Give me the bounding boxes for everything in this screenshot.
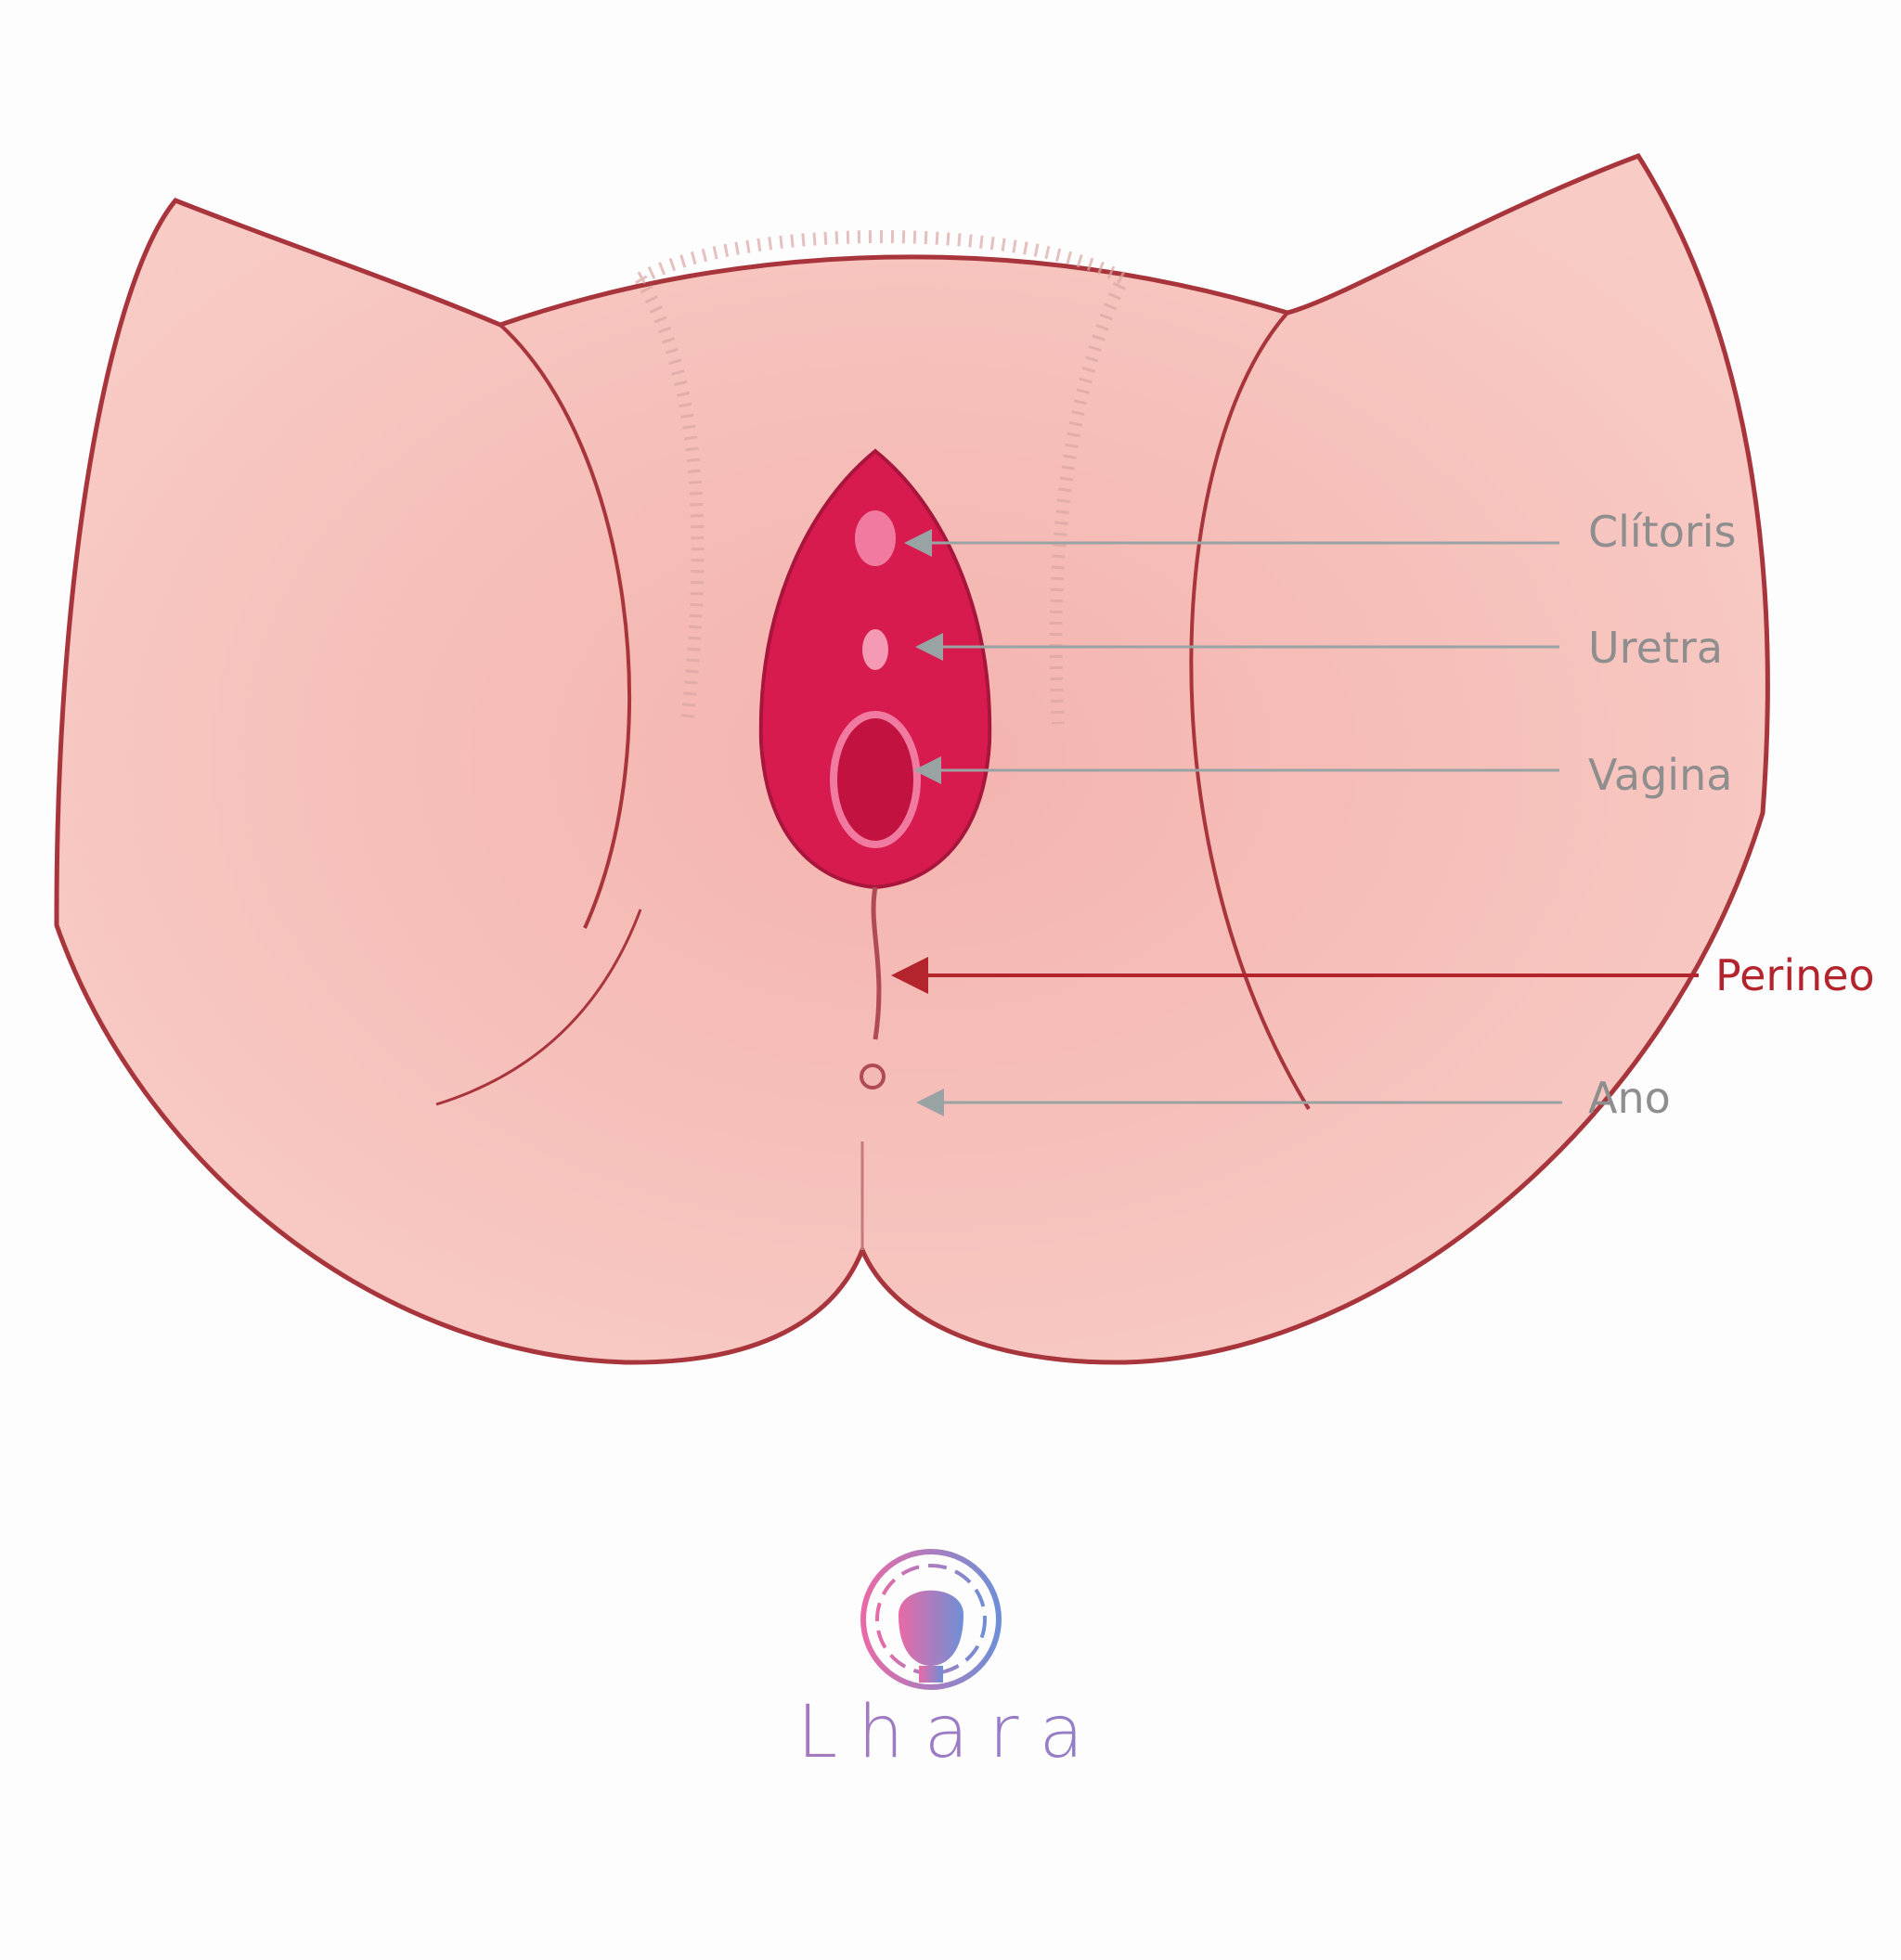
label-uretra: Uretra xyxy=(1588,623,1724,673)
label-vagina: Vagina xyxy=(1588,750,1733,800)
label-ano: Ano xyxy=(1588,1073,1671,1123)
leader-lines xyxy=(891,529,1699,1116)
brand-logo-icon xyxy=(860,1549,1002,1690)
brand-wordmark: Lhara xyxy=(0,1691,1901,1774)
label-perineo: Perineo xyxy=(1715,950,1875,1000)
label-clitoris: Clítoris xyxy=(1588,507,1737,557)
